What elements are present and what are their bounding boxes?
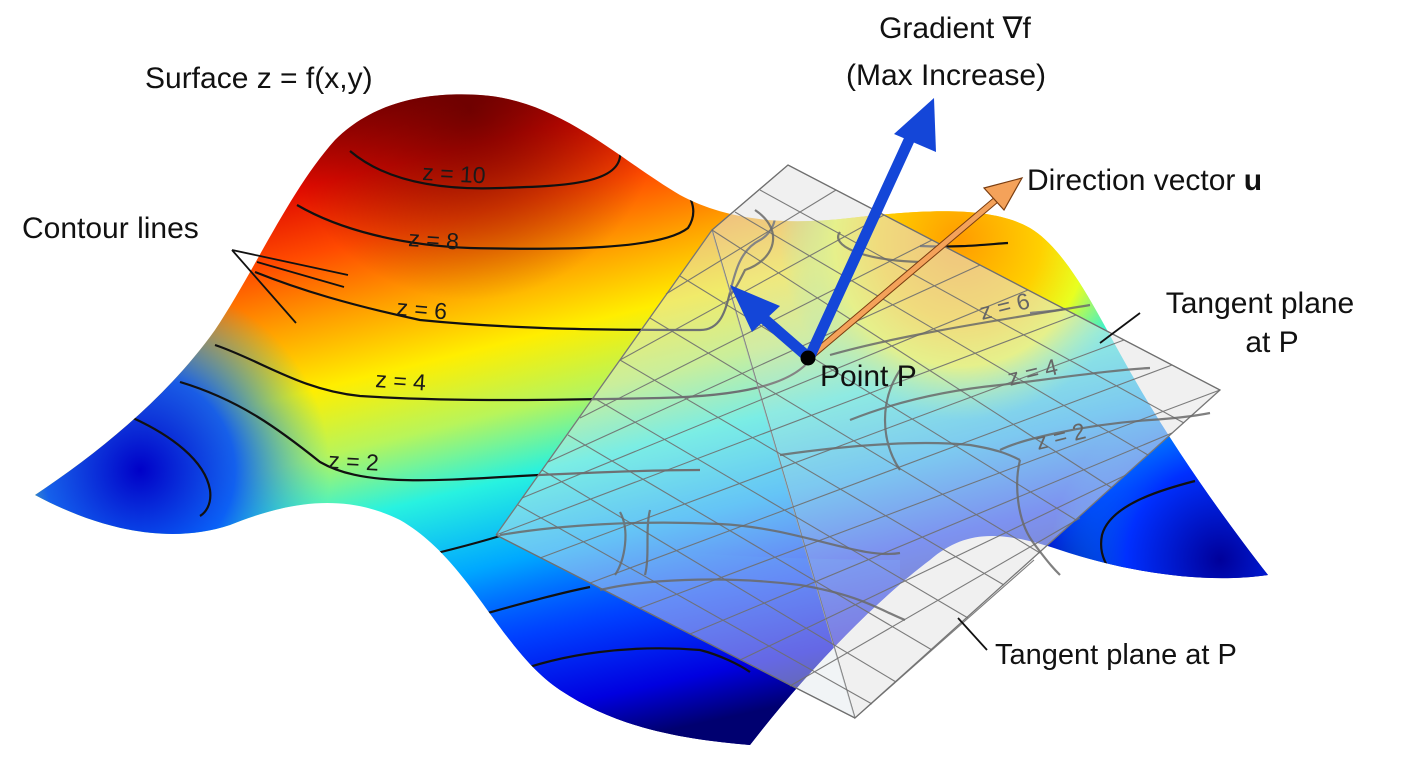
tangent-plane-top-label-line2: at P — [1245, 326, 1298, 359]
contour-label-z6: z = 6 — [396, 294, 449, 324]
contour-lines-label: Contour lines — [22, 212, 199, 245]
contour-left-basin — [132, 417, 212, 517]
contour-label-z8: z = 8 — [408, 225, 460, 254]
gradient-subtitle: (Max Increase) — [846, 59, 1046, 92]
contour-z8 — [296, 177, 695, 250]
direction-vector-label: Direction vector u — [1027, 164, 1262, 197]
point-p-marker — [800, 350, 816, 366]
direction-vector-u-arrow — [806, 177, 1024, 361]
tangent-plane-grid — [495, 164, 1221, 719]
gradient-title: Gradient ∇f — [879, 12, 1031, 45]
contour-label-z4: z = 4 — [375, 366, 427, 395]
direction-vector-prefix: Direction vector — [1027, 164, 1244, 197]
contour-z2 — [179, 380, 701, 482]
gradient-arrow — [804, 98, 936, 362]
tangent-plane-bottom-leader — [957, 617, 988, 651]
contour-lines-leader — [231, 249, 349, 324]
plane-contour-lines — [499, 209, 1211, 622]
leader-lines — [231, 249, 1141, 651]
tangent-plane-top-label-line1: Tangent plane — [1166, 287, 1355, 320]
tangent-plane-bottom-label: Tangent plane at P — [995, 639, 1237, 671]
point-p-label: Point P — [820, 360, 917, 393]
contour-label-z10: z = 10 — [422, 159, 487, 188]
gradient-projection-arrow — [730, 285, 814, 363]
tangent-plane-top-leader — [1099, 312, 1141, 344]
surface-title: Surface z = f(x,y) — [145, 62, 373, 95]
contour-label-z2: z = 2 — [328, 447, 380, 476]
direction-vector-symbol: u — [1244, 164, 1262, 197]
contour-z4 — [214, 343, 811, 402]
vectors — [730, 98, 1024, 366]
labels: Surface z = f(x,y) Contour lines Gradien… — [22, 12, 1354, 671]
